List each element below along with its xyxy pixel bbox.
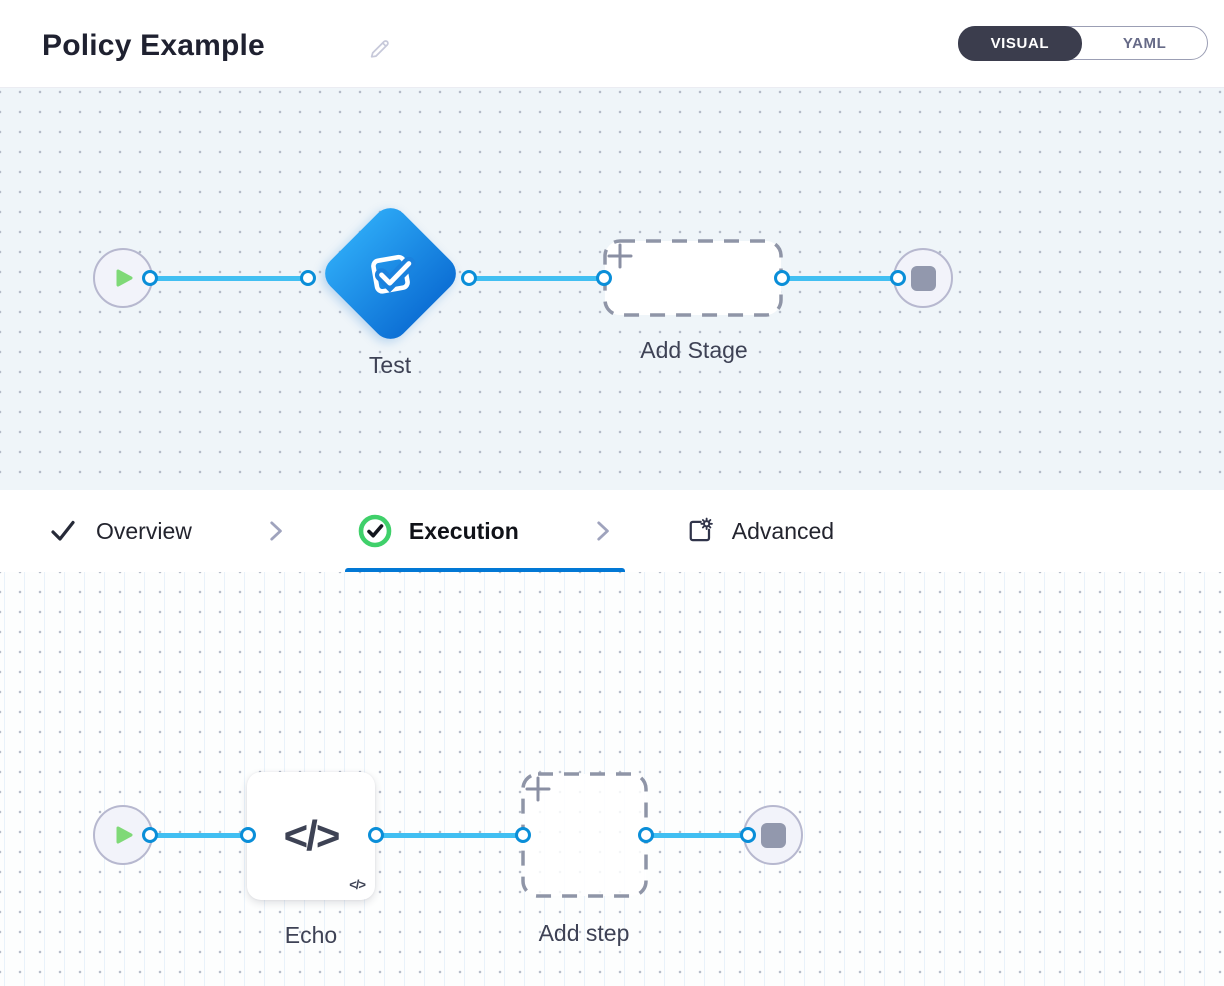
connector-port[interactable]: [515, 827, 531, 843]
stop-icon: [760, 822, 786, 848]
connector-port[interactable]: [142, 827, 158, 843]
connector-line: [150, 276, 308, 281]
toggle-yaml[interactable]: YAML: [1122, 34, 1167, 52]
plus-icon: [525, 776, 551, 802]
execution-step-canvas[interactable]: </> </> Echo Add step: [0, 572, 1224, 986]
add-stage-label: Add Stage: [640, 337, 748, 363]
tab-execution[interactable]: Execution: [358, 514, 519, 548]
stage-tab-bar: Overview Execution Advanced: [0, 490, 1224, 572]
view-mode-toggle: VISUAL YAML: [957, 25, 1208, 61]
stop-icon: [910, 265, 936, 291]
connector-port[interactable]: [300, 270, 316, 286]
tab-advanced[interactable]: Advanced: [685, 516, 834, 546]
step-label: Echo: [284, 922, 338, 948]
edit-title-icon[interactable]: [366, 36, 392, 62]
stage-label: Test: [368, 352, 412, 378]
toggle-visual[interactable]: VISUAL: [957, 25, 1083, 61]
connector-port[interactable]: [142, 270, 158, 286]
connector-port[interactable]: [740, 827, 756, 843]
tab-label: Overview: [96, 517, 192, 544]
connector-line: [782, 276, 898, 281]
connector-port[interactable]: [774, 270, 790, 286]
connector-port[interactable]: [890, 270, 906, 286]
connector-port[interactable]: [240, 827, 256, 843]
page-title: Policy Example: [42, 29, 265, 62]
connector-port[interactable]: [638, 827, 654, 843]
chevron-right-icon: [589, 518, 615, 544]
stage-node-test[interactable]: [317, 200, 464, 347]
plus-icon: [607, 243, 633, 269]
connector-port[interactable]: [461, 270, 477, 286]
code-icon: </>: [283, 812, 341, 859]
pipeline-end-node[interactable]: [893, 248, 953, 308]
connector-line: [469, 276, 604, 281]
add-step-button[interactable]: [521, 772, 648, 898]
step-node-echo[interactable]: </> </>: [247, 772, 375, 900]
play-icon: [116, 826, 133, 844]
add-stage-button[interactable]: [603, 239, 783, 317]
connector-line: [646, 833, 748, 838]
connector-port[interactable]: [368, 827, 384, 843]
shell-script-badge-icon: </>: [349, 877, 366, 892]
play-icon: [116, 269, 133, 287]
check-circle-icon: [358, 514, 392, 548]
tab-label: Advanced: [731, 517, 835, 544]
check-icon: [51, 520, 75, 541]
settings-square-icon: [689, 517, 713, 542]
stage-pipeline-canvas[interactable]: Test Add Stage: [0, 88, 1224, 490]
connector-line: [376, 833, 523, 838]
connector-line: [150, 833, 248, 838]
page-header: Policy Example VISUAL YAML: [0, 0, 1224, 88]
add-step-label: Add step: [538, 920, 630, 946]
tab-label: Execution: [408, 517, 519, 544]
connector-port[interactable]: [596, 270, 612, 286]
chevron-right-icon: [262, 518, 288, 544]
tab-overview[interactable]: Overview: [47, 515, 192, 547]
approval-check-icon: [371, 254, 416, 293]
active-tab-underline: [345, 568, 625, 572]
